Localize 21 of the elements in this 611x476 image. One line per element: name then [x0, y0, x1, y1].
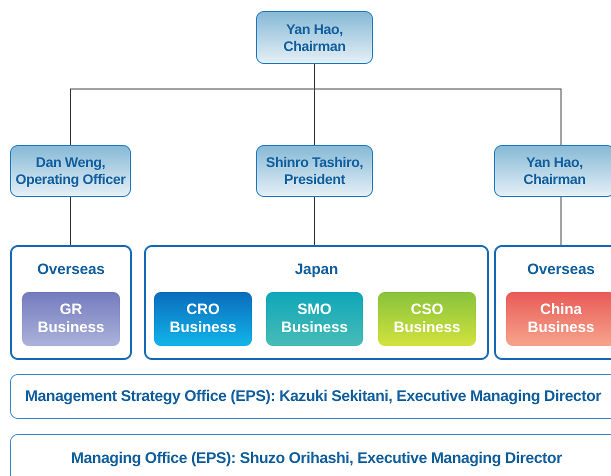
- person-box: Yan Hao, Chairman: [256, 11, 373, 64]
- division-panel: [144, 245, 489, 360]
- business-box: CSO Business: [378, 292, 476, 346]
- business-box: CRO Business: [154, 292, 252, 346]
- business-box: China Business: [506, 292, 611, 346]
- connector-line: [560, 196, 562, 246]
- connector-line: [314, 196, 315, 246]
- person-box: Yan Hao, Chairman: [494, 145, 611, 197]
- division-title: Overseas: [36, 261, 106, 278]
- division-title: Overseas: [526, 261, 596, 278]
- person-box: Dan Weng, Operating Officer: [10, 145, 131, 197]
- division-panel: [10, 245, 132, 360]
- business-box: SMO Business: [266, 292, 363, 346]
- connector-line: [70, 196, 71, 246]
- business-box: GR Business: [22, 292, 120, 346]
- division-title: Japan: [294, 261, 340, 278]
- connector-line: [314, 64, 562, 146]
- division-panel: [494, 245, 611, 360]
- person-box: Shinro Tashiro, President: [256, 145, 373, 197]
- office-bar: Managing Office (EPS): Shuzo Orihashi, Executive Managing Director: [10, 434, 611, 476]
- office-bar: Management Strategy Office (EPS): Kazuki Sekitani, Executive Managing Director: [10, 374, 611, 419]
